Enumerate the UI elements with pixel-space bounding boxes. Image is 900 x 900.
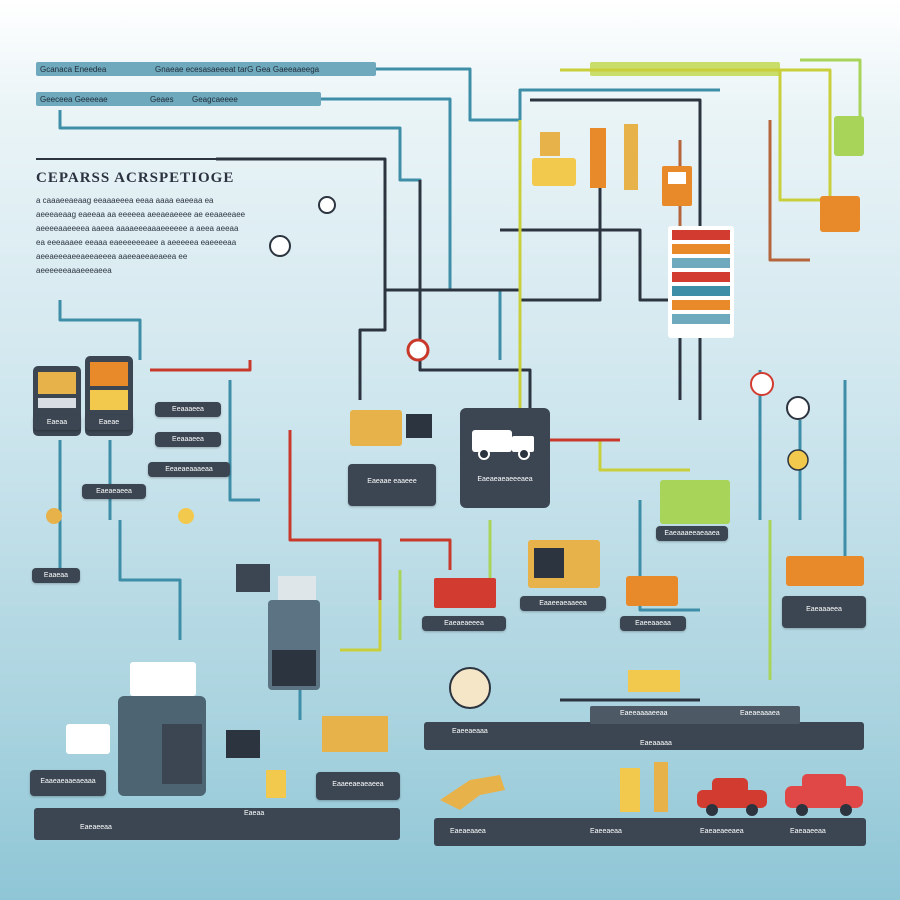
- label-left-d: Eaaeaa: [32, 568, 80, 583]
- header-right-1: Gnaeae ecesasaeeeat tarG Gea Gaeeaaeega: [155, 65, 320, 74]
- bottom-bars: [34, 706, 866, 846]
- label-mid-a: Eeaaaeea: [155, 402, 221, 417]
- bar-lower-right-4: Eaeaaeeaa: [790, 828, 826, 835]
- bar-upper-1: Eaeeaeaaa: [452, 728, 488, 735]
- server-rack-icon: [662, 166, 692, 206]
- label-r2: Eaeeaaeaa: [620, 616, 686, 631]
- header-bars: [36, 62, 780, 160]
- header-left-2: Geeceea Geeeeae: [40, 95, 108, 104]
- bar-upper-4: Eaeaaaaa: [640, 740, 672, 747]
- gauge-icon: [750, 372, 810, 471]
- label-c2: Eaaeeaeaeaeea: [316, 772, 400, 800]
- label-r3: Eaeaaaeea: [782, 596, 866, 628]
- valve-icon: [269, 196, 430, 362]
- label-left-c: Eaeaeaeea: [82, 484, 146, 499]
- bar-lower-right-1: Eaeaeaaea: [450, 828, 486, 835]
- bar-upper-2: Eaeeaaaaeeaa: [620, 710, 668, 717]
- car-icon: [697, 778, 767, 816]
- bar-lower-right-3: Eaeaeaeeaea: [700, 828, 744, 835]
- label-mid-b: Eeaaaeea: [155, 432, 221, 447]
- truck-icon: [472, 430, 534, 460]
- label-bottom-left: Eaaeaeaaeaeaaa: [30, 770, 106, 796]
- label-c1: Eaeaeaeeea: [422, 616, 506, 631]
- label-right-ticket: Eaeaaaeeaeaaea: [656, 526, 728, 541]
- bar-lower-left-1: Eaeaeeaa: [80, 824, 112, 831]
- page-title: CEPARSS ACRSPETIOGE: [36, 170, 235, 186]
- label-left-b: Eaeae: [85, 415, 133, 430]
- label-left-a: Eaeaa: [33, 415, 81, 430]
- label-r1: Eaaeeaeaaeea: [520, 596, 606, 611]
- car-icon: [785, 774, 863, 816]
- intro-paragraph: a caaaeeaeaag eeaaaeeea eeaa aaaa eaeeaa…: [36, 196, 246, 275]
- header-right-2: Geagcaeeee: [192, 95, 238, 104]
- header-mid-2: Geaes: [150, 95, 174, 104]
- label-center-ticket: Eaeaae eaaeee: [348, 464, 436, 506]
- machine-icon: [66, 410, 864, 798]
- label-mid-c: Eeaeaeaaaeaa: [148, 462, 230, 477]
- label-truck: Eaeaeaeaeeeaea: [477, 476, 533, 483]
- bar-lower-right-2: Eaeeaeaa: [590, 828, 622, 835]
- bar-upper-3: Eaeaeaaaea: [740, 710, 780, 717]
- pipe-network: [58, 58, 862, 720]
- crane-icon: [440, 762, 668, 812]
- header-left-1: Gcanaca Eneedea: [40, 65, 107, 74]
- bar-lower-left-2: Eaeaa: [244, 810, 265, 817]
- robot-arm-icon: [532, 124, 638, 190]
- panels: [33, 116, 864, 796]
- light-bulb-icon: [46, 508, 491, 709]
